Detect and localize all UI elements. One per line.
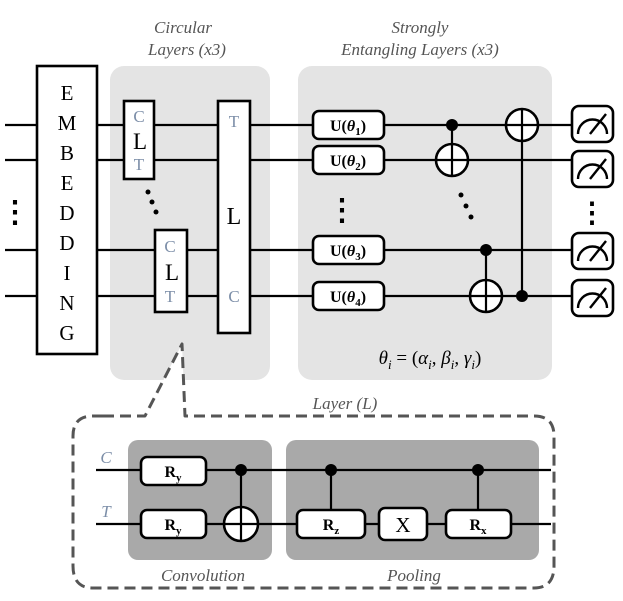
- rz-control-dot: [325, 464, 337, 476]
- cnot-3: [504, 107, 540, 302]
- layer-wire-c-label: C: [100, 448, 112, 467]
- meter-2-arc: [576, 163, 609, 180]
- conv-cnot: [222, 464, 260, 543]
- cnot-2: [468, 244, 504, 314]
- rz-gate: [295, 508, 367, 540]
- cl-box-top: [122, 99, 156, 181]
- meter-4-box: [570, 278, 615, 318]
- strong-title-line2: Entangling Layers (x3): [340, 40, 499, 59]
- embedding-letter: D: [59, 231, 74, 255]
- cl-bottom-t: T: [165, 287, 176, 306]
- rx-gate-label: Rx: [469, 517, 487, 537]
- embedding-letter: E: [61, 171, 74, 195]
- theta-formula: θi = (αi, βi, γi): [379, 348, 482, 372]
- measurements: ⋮: [570, 104, 615, 318]
- ry-gate-2-label: Ry: [164, 517, 182, 537]
- embedding-letter: G: [59, 321, 74, 345]
- diag-dot: [149, 199, 155, 205]
- cnot-1: [434, 119, 470, 178]
- layer-wire-t-label: T: [101, 502, 112, 521]
- layer-title: Layer (L): [312, 394, 378, 413]
- strong-title-line1: Strongly: [392, 18, 449, 37]
- u-gate-2-label: U(θ2): [330, 153, 366, 173]
- big-l-c: C: [228, 287, 239, 306]
- rz-gate-label: Rz: [323, 517, 340, 537]
- diag-dot: [145, 189, 151, 195]
- ry-gate-2: [139, 508, 208, 540]
- meter-icon: [570, 104, 615, 144]
- diag-dot: [458, 192, 464, 198]
- meter-1-box: [570, 104, 615, 144]
- meter-ellipsis: ⋮: [578, 198, 606, 229]
- cl-top-l: L: [133, 129, 147, 154]
- cl-box-bottom: [153, 228, 189, 314]
- pooling-panel: [286, 440, 539, 560]
- u-gate-2: [311, 144, 386, 176]
- meter-4-needle: [589, 287, 607, 309]
- u-gate-3-label: U(θ3): [330, 243, 366, 263]
- big-l-t: T: [229, 112, 240, 131]
- cnot-1-control: [446, 119, 458, 131]
- embedding-letter: M: [58, 111, 77, 135]
- ry-gate-1-label: Ry: [164, 464, 182, 484]
- u-gate-3: [311, 234, 386, 266]
- meter-3-arc: [576, 245, 609, 262]
- u-gate-4: [311, 280, 386, 312]
- entangling-diagonal-dots: [458, 192, 474, 220]
- diag-dot: [463, 203, 469, 209]
- embedding-letter: B: [60, 141, 74, 165]
- ry-gate-1: [139, 455, 208, 487]
- embedding-letter: E: [61, 81, 74, 105]
- embedding-letters: E M B E D D I N G: [58, 81, 77, 345]
- meter-icon: [570, 149, 615, 189]
- circular-title-line2: Layers (x3): [147, 40, 226, 59]
- conv-cnot-control: [235, 464, 247, 476]
- u-gates: U(θ1) U(θ2) U(θ3) U(θ4): [311, 109, 386, 312]
- meter-2-box: [570, 149, 615, 189]
- meter-4-arc: [576, 292, 609, 309]
- diag-dot: [153, 209, 159, 215]
- meter-3-box: [570, 231, 615, 271]
- meter-1-arc: [576, 118, 609, 135]
- u-ellipsis: ⋮: [327, 194, 357, 227]
- embedding-letter: D: [59, 201, 74, 225]
- cl-bottom-c: C: [164, 237, 175, 256]
- convolution-gates: Ry Ry: [139, 455, 208, 540]
- u-gate-1: [311, 109, 386, 141]
- u-gate-1-label: U(θ1): [330, 118, 366, 138]
- rx-gate: [444, 508, 513, 540]
- u-gate-4-label: U(θ4): [330, 289, 366, 309]
- cl-top-c: C: [133, 107, 144, 126]
- convolution-label: Convolution: [161, 566, 245, 585]
- rx-control-dot: [472, 464, 484, 476]
- meter-2-needle: [589, 158, 607, 180]
- cl-bottom-l: L: [165, 260, 179, 285]
- pooling-label: Pooling: [386, 566, 441, 585]
- cnot-2-control: [480, 244, 492, 256]
- meter-3-needle: [589, 240, 607, 262]
- cnot-3-control: [516, 290, 528, 302]
- circular-diagonal-dots: [145, 189, 159, 215]
- big-l-box: [216, 99, 252, 335]
- circular-title-line1: Circular: [154, 18, 212, 37]
- meter-icon: [570, 231, 615, 271]
- meter-icon: [570, 278, 615, 318]
- meter-1-needle: [589, 113, 607, 135]
- embedding-box: [35, 64, 99, 356]
- x-gate-label: X: [395, 513, 410, 537]
- embedding-letter: I: [64, 261, 71, 285]
- left-ellipsis: ⋮: [0, 196, 30, 229]
- diag-dot: [468, 214, 474, 220]
- big-l-letter: L: [227, 204, 242, 230]
- pooling-gates: Rz X Rx: [295, 464, 513, 542]
- x-gate: [377, 506, 429, 542]
- cl-top-t: T: [134, 155, 145, 174]
- embedding-letter: N: [59, 291, 74, 315]
